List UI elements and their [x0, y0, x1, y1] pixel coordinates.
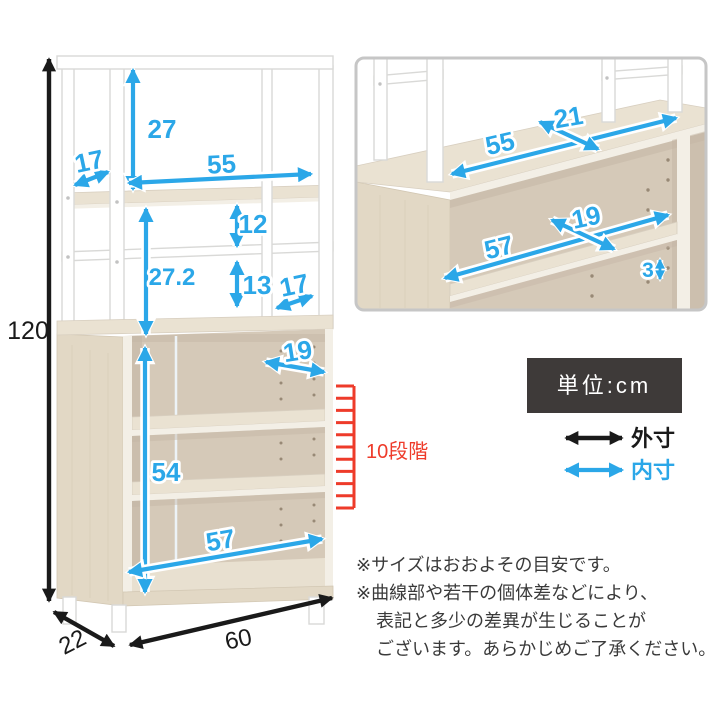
dim-label-top-depth: 17 — [72, 144, 107, 179]
arrow-outer-depth — [52, 610, 116, 648]
outer-dimension-arrows — [41, 57, 334, 650]
inset-rack-posts — [373, 58, 683, 183]
arrow-cab-depth — [263, 356, 327, 378]
arrow-inset-shelf-depth — [550, 218, 616, 251]
inset-label-top-depth: 21 — [552, 100, 586, 135]
dim-label-mid-height: 27.2 — [149, 264, 196, 291]
dim-label-cab-depth: 19 — [281, 334, 314, 368]
unit-label: 単位:cm — [557, 373, 651, 398]
note-line-4: ございます。あらかじめご了承ください。 — [376, 638, 713, 659]
inset-dimension-arrows — [440, 111, 681, 284]
note-line-1: ※サイズはおおよその目安です。 — [356, 555, 621, 575]
dim-label-cab-inner-width: 57 — [204, 523, 238, 558]
notes: ※サイズはおおよその目安です。 ※曲線部や若干の個体差などにより、 表記と多少の… — [356, 555, 713, 659]
arrow-outer-width — [128, 593, 334, 650]
note-line-3: 表記と多少の差異が生じることが — [376, 611, 646, 631]
dim-label-top-width: 55 — [206, 148, 236, 179]
inner-dimension-arrows — [70, 65, 329, 597]
inset-label-pitch: 3 — [642, 259, 654, 282]
legend-outer-label: 外寸 — [631, 426, 675, 451]
unit-box: 単位:cm — [527, 358, 682, 413]
inset-border — [354, 56, 708, 312]
arrow-inset-top-depth — [538, 120, 600, 151]
adjustment-steps-indicator: 10段階 — [336, 384, 428, 510]
dim-label-total-height: 120 — [7, 317, 49, 345]
dim-label-outer-width: 60 — [223, 624, 255, 656]
dim-label-upper-gap: 12 — [239, 209, 268, 239]
dim-label-lower-gap: 13 — [243, 270, 272, 300]
dimension-labels: 27 17 55 12 27.2 13 17 19 54 57 120 22 6… — [7, 111, 317, 660]
inset-label-shelf-depth: 19 — [569, 200, 604, 235]
legend-inner-label: 内寸 — [631, 458, 675, 483]
arrow-top-depth — [73, 169, 110, 188]
steps-label: 10段階 — [366, 440, 428, 463]
arrow-mid-depth — [274, 293, 315, 311]
dim-label-top-gap: 27 — [148, 114, 177, 144]
leg — [111, 604, 127, 633]
arrow-cab-inner-width — [126, 533, 325, 578]
arrow-top-width — [126, 167, 314, 190]
dim-label-cab-height: 54 — [152, 457, 181, 487]
note-line-2: ※曲線部や若干の個体差などにより、 — [356, 583, 658, 603]
dim-label-mid-depth: 17 — [277, 268, 312, 303]
inset-detail-photo: 21 55 19 57 3 — [354, 56, 708, 312]
legend: 外寸 内寸 — [563, 426, 675, 483]
